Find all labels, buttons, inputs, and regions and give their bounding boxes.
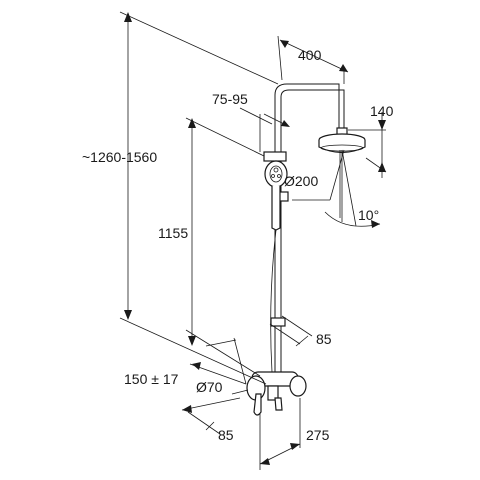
wall-offset-dimension [187, 411, 221, 435]
rain-shower-head [318, 127, 366, 154]
tilt-angle-label: 10° [358, 207, 379, 223]
riser-pipe [274, 108, 282, 375]
depth-label: 275 [306, 427, 330, 443]
arm-length-dimension [277, 35, 349, 84]
lever-handle [253, 393, 262, 416]
depth-dimension [259, 398, 301, 470]
tilt-angle-dimension [324, 149, 381, 228]
head-height-dimension [348, 112, 387, 178]
center-distance-dimension [189, 337, 247, 385]
wall-offset-label: 85 [218, 427, 234, 443]
bath-spout [274, 397, 283, 411]
shower-system [246, 83, 366, 416]
head-diameter-label: Ø200 [284, 173, 318, 189]
valve-diameter-label: Ø70 [196, 379, 223, 395]
holder-range-label: 75-95 [212, 91, 248, 107]
center-distance-label: 150 ± 17 [124, 371, 179, 387]
total-height-dimension [119, 11, 279, 385]
holder-range-dimension [239, 107, 290, 152]
shower-arm [274, 83, 345, 130]
outlet-height-dimension [185, 117, 265, 377]
shower-hose [270, 229, 277, 373]
total-height-label: ~1260-1560 [82, 149, 157, 165]
valve-diameter-dimension [181, 389, 249, 413]
arm-length-label: 400 [298, 47, 322, 63]
head-height-label: 140 [370, 103, 394, 119]
pipe-offset-label: 85 [316, 331, 332, 347]
outlet-height-label: 1155 [158, 225, 188, 241]
pipe-clamp [270, 317, 286, 327]
pipe-offset-dimension [269, 315, 313, 347]
hand-shower [264, 160, 288, 231]
